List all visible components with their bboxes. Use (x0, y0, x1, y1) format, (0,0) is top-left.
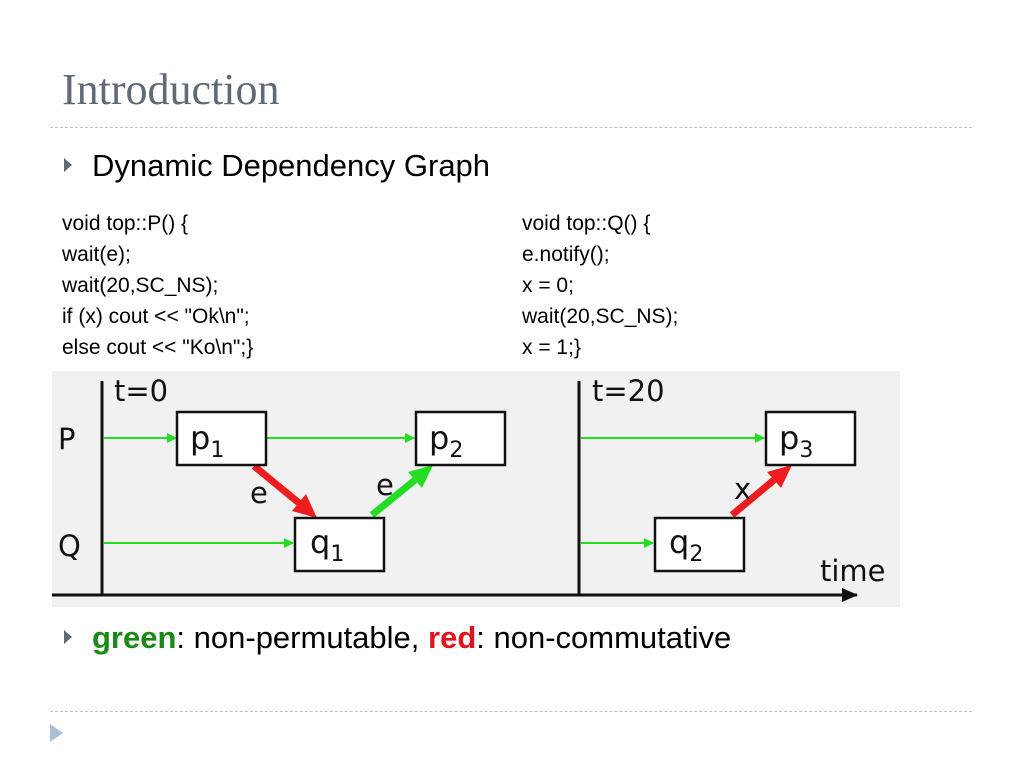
edge-q1-p2-shaft (369, 477, 418, 518)
svg-text:q2: q2 (669, 523, 703, 567)
edge-q2-p3-shaft (729, 477, 777, 518)
legend-red-word: red (428, 620, 477, 655)
edge-p1-q1-shaft (251, 463, 302, 506)
code-block-q: void top::Q() { e.notify(); x = 0; wait(… (522, 208, 678, 363)
node-q2-label: q (669, 523, 689, 561)
node-p2: p2 (414, 410, 507, 467)
time-label: time (820, 554, 886, 588)
code-line: x = 0; (522, 274, 574, 297)
node-q1: q1 (293, 516, 386, 573)
code-line: void top::Q() { (522, 212, 651, 235)
code-line: if (x) cout << "Ok\n"; (62, 305, 250, 328)
node-p3-label: p (779, 419, 799, 457)
footer-divider (50, 711, 972, 712)
node-p1: p1 (175, 410, 268, 467)
legend-red-text: : non-commutative (476, 620, 732, 655)
t0-label: t=0 (114, 374, 168, 408)
edge-q1-p2-arrowhead (408, 465, 433, 488)
node-q2: q2 (653, 516, 746, 573)
bullet-arrow-icon (64, 158, 72, 172)
node-q2-subscript: 2 (689, 542, 703, 567)
svg-text:p2: p2 (429, 419, 463, 463)
code-line: e.notify(); (522, 243, 610, 266)
edge-label-q2-p3: x (734, 472, 751, 506)
legend-line: green: non-permutable, red: non-commutat… (92, 622, 731, 653)
edge-label-q1-p2: e (376, 468, 394, 502)
node-p3: p3 (764, 410, 857, 467)
t20-label: t=20 (592, 374, 665, 408)
node-p2-subscript: 2 (449, 438, 463, 463)
dependency-graph-svg: time t=0 t=20 P Q e e x p1 (52, 374, 886, 602)
node-p1-label: p (190, 419, 210, 457)
code-block-p: void top::P() { wait(e); wait(20,SC_NS);… (62, 208, 253, 363)
dependency-graph-figure: time t=0 t=20 P Q e e x p1 (52, 371, 900, 607)
edge-label-p1-q1: e (250, 476, 268, 510)
code-line: else cout << "Ko\n";} (62, 336, 254, 359)
title-divider (50, 127, 972, 128)
svg-text:q1: q1 (310, 523, 344, 567)
svg-text:p3: p3 (779, 419, 813, 463)
next-slide-icon[interactable] (50, 724, 63, 742)
slide-title: Introduction (62, 65, 280, 114)
code-line: wait(e); (62, 243, 131, 266)
edge-p1-q1-arrowhead (292, 494, 317, 518)
svg-text:p1: p1 (190, 419, 224, 463)
row-label-q: Q (58, 529, 81, 563)
code-line: x = 1;} (522, 336, 581, 359)
code-line: void top::P() { (62, 212, 189, 235)
legend-green-word: green (92, 620, 177, 655)
legend-green-text: : non-permutable, (176, 620, 429, 655)
code-line: wait(20,SC_NS); (522, 305, 679, 328)
node-p3-subscript: 3 (799, 438, 813, 463)
bullet-dynamic-dependency-graph: Dynamic Dependency Graph (92, 148, 491, 183)
node-q1-label: q (310, 523, 330, 561)
node-p1-subscript: 1 (210, 438, 224, 463)
code-line: wait(20,SC_NS); (62, 274, 219, 297)
row-label-p: P (58, 422, 76, 456)
node-p2-label: p (429, 419, 449, 457)
bullet-arrow-icon (64, 630, 72, 644)
node-q1-subscript: 1 (330, 542, 344, 567)
edge-q2-p3-arrowhead (767, 465, 792, 488)
